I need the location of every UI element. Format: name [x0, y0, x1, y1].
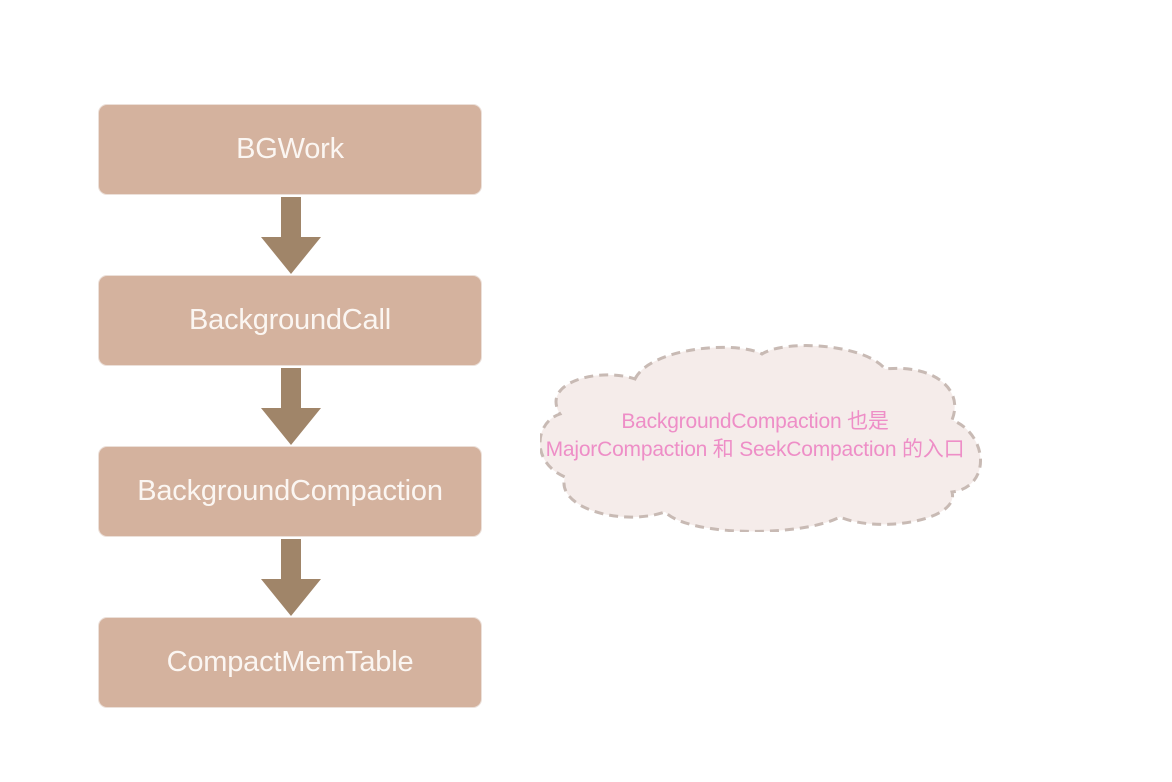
- node-bgwork: BGWork: [98, 104, 482, 195]
- node-backgroundcompaction: BackgroundCompaction: [98, 446, 482, 537]
- note-cloud-shape: [540, 344, 982, 532]
- node-backgroundcall: BackgroundCall: [98, 275, 482, 366]
- arrow-down-icon: [261, 197, 321, 274]
- note-text-line-2: MajorCompaction 和 SeekCompaction 的入口: [545, 438, 965, 461]
- arrow-down-icon: [261, 368, 321, 445]
- arrow-down-icon: [261, 539, 321, 616]
- note-text-line-1: BackgroundCompaction 也是: [621, 410, 889, 433]
- node-compactmemtable: CompactMemTable: [98, 617, 482, 708]
